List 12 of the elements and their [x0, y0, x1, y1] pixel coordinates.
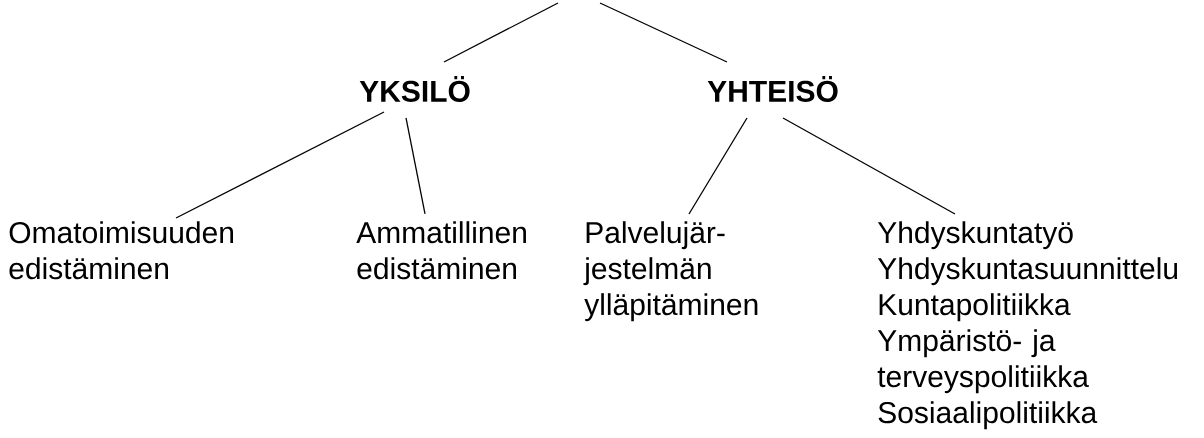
connector-line	[175, 111, 385, 219]
category-label: YHTEISÖ	[707, 76, 838, 102]
connector-line	[405, 117, 426, 215]
item-text: Palvelujär- jestelmän ylläpitäminen	[583, 221, 758, 322]
item-text: Omatoimisuuden edistäminen	[9, 221, 233, 280]
connector-line	[443, 2, 559, 63]
item-text: Ammatillinen edistäminen	[356, 221, 526, 280]
connector-line	[782, 117, 956, 215]
category-label: YKSILÖ	[359, 76, 470, 102]
connector-line	[599, 2, 728, 63]
connector-line	[688, 117, 748, 215]
item-text: Yhdyskuntatyö Yhdyskuntasuunnittelu Kuntapolitiikka Ympäristö- ja terveyspolitiikka Sosiaalipolitiikka	[877, 221, 1178, 430]
